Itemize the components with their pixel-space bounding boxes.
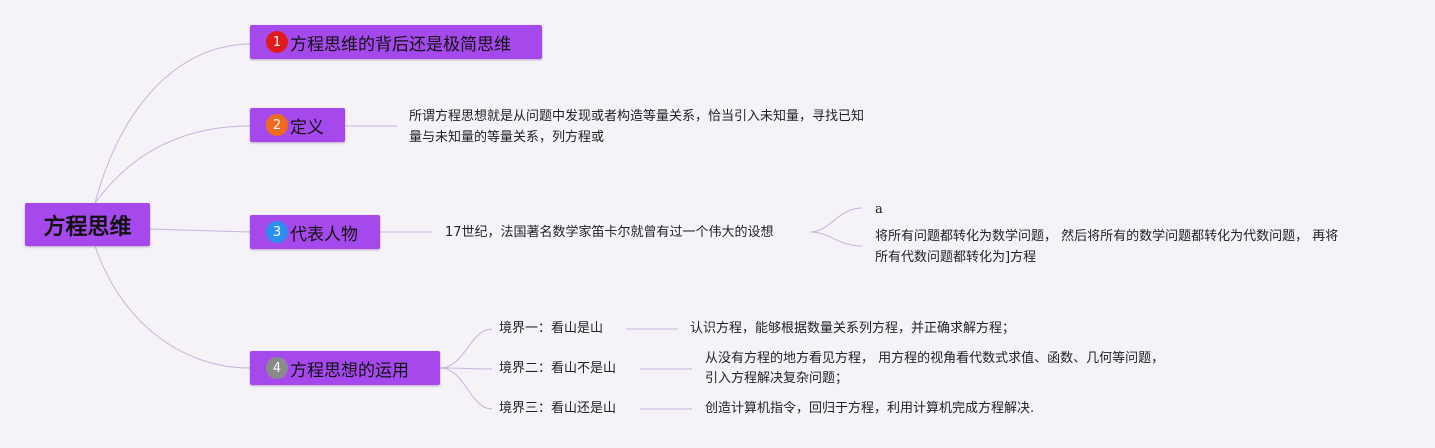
link-b4-l2 xyxy=(439,367,493,370)
branch-label: 代表人物 xyxy=(290,224,358,245)
definition-text-line-1: 所谓方程思想就是从问题中发现或者构造等量关系，恰当引入未知量，寻找已知 xyxy=(409,109,865,124)
representative-text: 17世纪，法国著名数学家笛卡尔就曾有过一个伟大的设想 xyxy=(445,225,774,240)
link-root-b3 xyxy=(149,228,251,233)
link-b3-sub2 xyxy=(809,231,863,247)
number-3-icon: 3 xyxy=(266,221,288,243)
branch-label: 方程思维的背后还是极简思维 xyxy=(290,34,511,55)
level-1-label: 境界一：看山是山 xyxy=(499,321,604,336)
branch-node-2[interactable]: 2 定义 xyxy=(250,108,345,142)
link-root-b4 xyxy=(94,245,251,369)
sub-topic-a: a xyxy=(875,202,883,217)
level-1-text: 认识方程，能够根据数量关系列方程，并正确求解方程； xyxy=(690,321,1016,336)
branch-node-3[interactable]: 3 代表人物 xyxy=(250,215,380,249)
root-label: 方程思维 xyxy=(43,214,132,240)
link-root-b2 xyxy=(94,125,251,204)
number-2-icon: 2 xyxy=(266,114,288,136)
link-b3-sub1 xyxy=(809,207,863,233)
level-3-label: 境界三：看山还是山 xyxy=(499,401,617,416)
level-2-text-line-1: 从没有方程的地方看见方程， 用方程的视角看代数式求值、函数、几何等问题， xyxy=(705,351,1165,366)
branch-node-4[interactable]: 4 方程思想的运用 xyxy=(250,351,440,385)
definition-text-line-2: 量与未知量的等量关系，列方程或 xyxy=(409,130,605,145)
level-3-text: 创造计算机指令，回归于方程，利用计算机完成方程解决. xyxy=(705,401,1035,416)
root-node[interactable]: 方程思维 xyxy=(25,203,150,246)
branch-label: 方程思想的运用 xyxy=(290,360,409,381)
branch-node-1[interactable]: 1 方程思维的背后还是极简思维 xyxy=(250,25,542,59)
sub-topic-line-1: 将所有问题都转化为数学问题， 然后将所有的数学问题都转化为代数问题， 再将 xyxy=(875,229,1339,244)
number-4-icon: 4 xyxy=(266,357,288,379)
branch-label: 定义 xyxy=(290,117,324,138)
level-2-text-line-2: 引入方程解决复杂问题； xyxy=(705,371,849,386)
link-b4-l1 xyxy=(439,328,493,369)
link-root-b1 xyxy=(94,43,251,204)
number-1-icon: 1 xyxy=(266,31,288,53)
sub-topic-line-2: 所有代数问题都转化为]方程 xyxy=(875,250,1037,265)
level-2-label: 境界二：看山不是山 xyxy=(499,361,617,376)
link-b4-l3 xyxy=(439,367,493,410)
